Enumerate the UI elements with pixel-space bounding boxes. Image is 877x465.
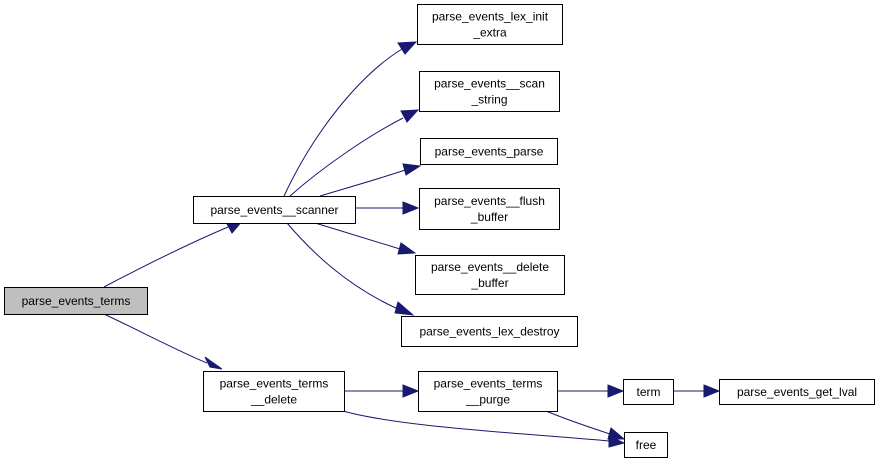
node-label: parse_events__flush (434, 194, 545, 208)
node-box (719, 379, 875, 405)
edge-scanner-to-scan_string (289, 109, 420, 197)
edge-line (286, 222, 399, 310)
node-label: __purge (465, 393, 510, 407)
node-box (623, 379, 674, 405)
node-scan-string[interactable]: parse_events__scan _string (419, 71, 560, 112)
edge-line (319, 169, 406, 197)
arrowhead-icon (400, 109, 420, 123)
node-label: parse_events__scanner (210, 203, 338, 217)
arrowhead-icon (703, 384, 721, 398)
arrowhead-icon (607, 384, 625, 398)
node-box (203, 371, 345, 412)
node-box (419, 188, 560, 230)
node-label: _buffer (470, 276, 508, 290)
edge-line (103, 226, 229, 288)
node-scanner[interactable]: parse_events__scanner (193, 196, 356, 224)
node-parse[interactable]: parse_events_parse (420, 138, 558, 165)
node-box (420, 138, 558, 165)
node-box (4, 287, 148, 315)
node-label: parse_events_parse (435, 145, 544, 159)
node-label: parse_events_get_lval (737, 385, 857, 399)
node-label: parse_events_lex_init (432, 10, 549, 24)
edge-terms_delete-to-free (342, 410, 626, 448)
arrowhead-icon (397, 242, 417, 255)
edge-terms-to-terms_delete (103, 313, 223, 370)
arrowhead-icon (607, 427, 626, 440)
arrowhead-icon (394, 301, 415, 316)
node-box (624, 432, 668, 458)
edge-line (314, 222, 401, 250)
edge-scanner-to-parse (319, 163, 422, 197)
node-get-lval[interactable]: parse_events_get_lval (719, 379, 875, 405)
arrowhead-icon (402, 384, 420, 398)
edge-purge-to-free (545, 410, 626, 440)
node-free[interactable]: free (624, 432, 668, 458)
node-lex-init[interactable]: parse_events_lex_init _extra (417, 4, 563, 45)
node-label: parse_events__delete (431, 260, 549, 274)
node-term[interactable]: term (623, 379, 674, 405)
node-delete-buffer[interactable]: parse_events__delete _buffer (415, 255, 565, 295)
edge-line (342, 410, 610, 442)
node-box (418, 371, 558, 412)
node-purge[interactable]: parse_events_terms __purge (418, 371, 558, 412)
node-box (401, 316, 578, 347)
edge-scanner-to-lex_init (283, 41, 418, 197)
arrowhead-icon (402, 201, 420, 215)
arrowhead-icon (397, 41, 418, 55)
node-label: parse_events_lex_destroy (419, 325, 559, 339)
edge-line (545, 410, 611, 435)
node-box (415, 255, 565, 295)
edge-term-to-get_lval (673, 384, 721, 398)
node-label: parse_events_terms (22, 294, 131, 308)
edge-line (289, 117, 404, 197)
edge-purge-to-term (557, 384, 625, 398)
edge-terms-to-scanner (103, 219, 245, 288)
node-label: term (637, 385, 661, 399)
edge-line (103, 313, 208, 364)
node-label: parse_events_terms (434, 377, 543, 391)
node-box (417, 4, 563, 45)
node-label: _extra (472, 26, 507, 40)
node-label: free (636, 438, 657, 452)
node-box (193, 196, 356, 224)
node-terms[interactable]: parse_events_terms (4, 287, 148, 315)
arrowhead-icon (204, 356, 223, 370)
node-lex-destroy[interactable]: parse_events_lex_destroy (401, 316, 578, 347)
node-terms-delete[interactable]: parse_events_terms __delete (203, 371, 345, 412)
node-box (419, 71, 560, 112)
edge-scanner-to-delete_buffer (314, 222, 417, 255)
edge-terms_delete-to-purge (344, 384, 420, 398)
node-label: parse_events_terms (220, 377, 329, 391)
node-flush-buffer[interactable]: parse_events__flush _buffer (419, 188, 560, 230)
node-label: _buffer (470, 210, 508, 224)
arrowhead-icon (402, 163, 422, 176)
node-label: parse_events__scan (434, 77, 545, 91)
edge-scanner-to-lex_destroy (286, 222, 415, 316)
edge-line (283, 48, 403, 197)
node-label: __delete (250, 393, 297, 407)
edge-scanner-to-flush_buffer (355, 201, 420, 215)
node-label: _string (470, 93, 507, 107)
